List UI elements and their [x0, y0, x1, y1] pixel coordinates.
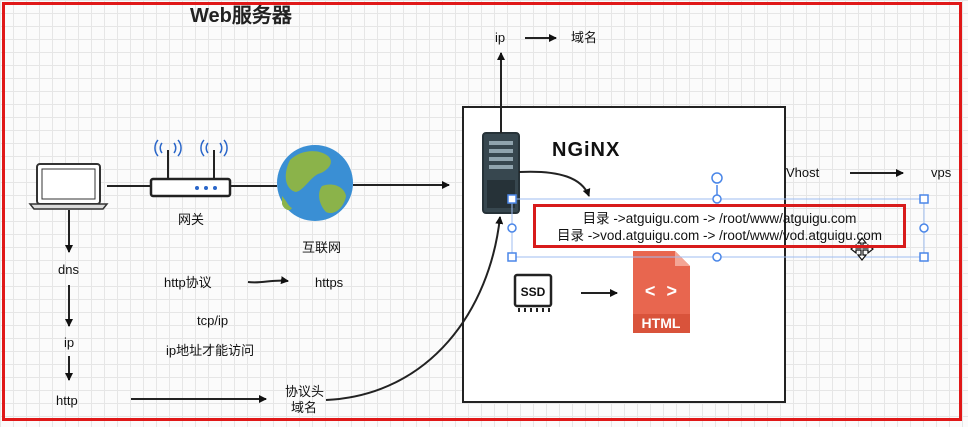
mapping-line-atguigu: 目录 ->atguigu.com -> /root/www/atguigu.co…	[582, 211, 857, 226]
ip-access-label: ip地址才能访问	[166, 343, 255, 358]
vhost-label: Vhost	[786, 165, 820, 180]
gateway-label: 网关	[178, 212, 205, 227]
ssd-label: SSD	[521, 285, 546, 299]
header-to-server-arrow	[325, 216, 504, 401]
ip-label-left: ip	[64, 335, 75, 350]
html-file-icon	[633, 251, 690, 333]
vhost-mapping-box[interactable]: 目录 ->atguigu.com -> /root/www/atguigu.co…	[533, 204, 906, 248]
nginx-logo: NGiNX	[552, 139, 621, 161]
internet-label: 互联网	[302, 240, 342, 255]
http-to-https-arrow	[247, 276, 289, 285]
http-protocol-label: http协议	[164, 275, 212, 290]
protocol-header-label: 协议头	[285, 384, 325, 399]
laptop-icon	[28, 163, 109, 210]
ssd-icon	[513, 273, 553, 312]
html-label: HTML	[642, 315, 681, 331]
selection-handles[interactable]	[507, 172, 929, 262]
page-title: Web服务器	[190, 5, 292, 27]
http-label: http	[56, 393, 78, 408]
router-icon	[149, 139, 232, 198]
https-label: https	[315, 275, 344, 290]
protocol-domain-label: 域名	[291, 400, 318, 415]
server-to-config-arrow	[518, 170, 591, 197]
domain-label-top: 域名	[571, 30, 598, 45]
vps-label: vps	[931, 165, 952, 180]
mapping-line-vod: 目录 ->vod.atguigu.com -> /root/www/vod.at…	[557, 228, 882, 243]
globe-icon	[277, 145, 353, 221]
html-code-glyph: < >	[645, 283, 677, 303]
tcpip-label: tcp/ip	[197, 313, 229, 328]
move-cursor-icon	[850, 237, 874, 261]
dns-label: dns	[58, 262, 79, 277]
ip-label-top: ip	[495, 30, 506, 45]
